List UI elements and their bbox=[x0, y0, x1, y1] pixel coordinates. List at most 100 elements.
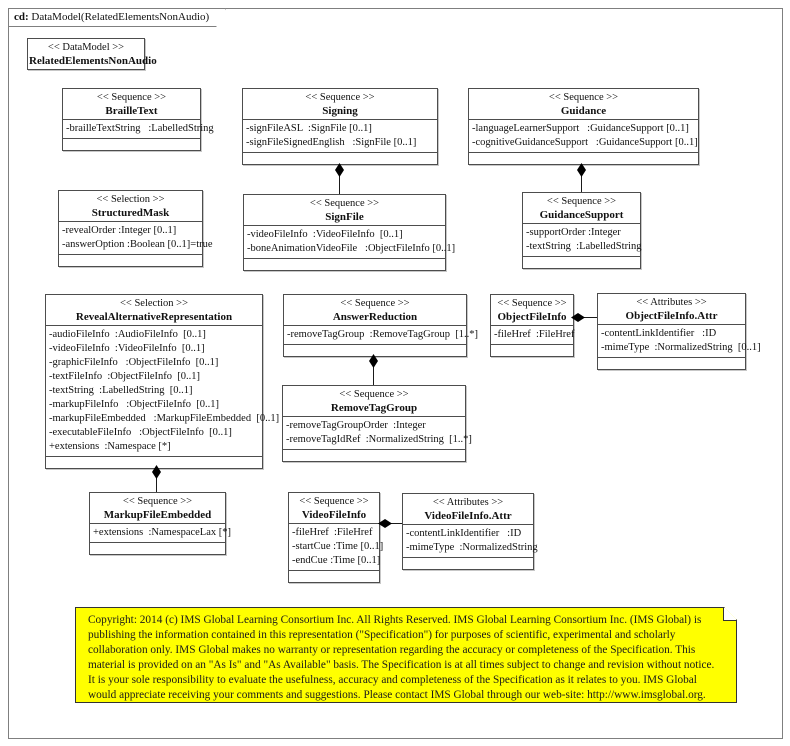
attribute-row: -signFileASL :SignFile [0..1] bbox=[246, 123, 372, 134]
stereotype-label: << Sequence >> bbox=[305, 92, 375, 103]
attribute-row: -textString :LabelledString bbox=[526, 241, 642, 252]
class-name: MarkupFileEmbedded bbox=[103, 509, 212, 521]
attribute-row: -contentLinkIdentifier :ID bbox=[601, 328, 717, 339]
attribute-row: -signFileSignedEnglish :SignFile [0..1] bbox=[246, 137, 417, 148]
operations-compartment bbox=[403, 558, 533, 569]
attribute-row: -languageLearnerSupport :GuidanceSupport… bbox=[472, 123, 689, 134]
attribute-row: -supportOrder :Integer bbox=[526, 227, 621, 238]
operations-compartment bbox=[244, 259, 445, 270]
attribute-row: -mimeType :NormalizedString [0..1] bbox=[601, 342, 761, 353]
operations-compartment bbox=[46, 457, 262, 468]
class-name: StructuredMask bbox=[91, 207, 170, 219]
class-videofileinfo[interactable]: << Sequence >> VideoFileInfo -fileHref :… bbox=[288, 492, 384, 583]
attribute-row: -videoFileInfo :VideoFileInfo [0..1] bbox=[49, 343, 205, 354]
composition-diamond-icon bbox=[335, 163, 344, 177]
class-name: GuidanceSupport bbox=[539, 209, 624, 221]
operations-compartment bbox=[598, 358, 745, 369]
operations-compartment bbox=[289, 571, 379, 582]
stereotype-label: << Sequence >> bbox=[122, 496, 193, 507]
class-objectfileinfo[interactable]: << Sequence >> ObjectFileInfo -fileHref … bbox=[490, 294, 574, 357]
stereotype-label: << Attributes >> bbox=[432, 497, 504, 508]
attribute-row: +extensions :Namespace [*] bbox=[49, 441, 171, 452]
operations-compartment bbox=[469, 153, 698, 164]
attribute-row: -textString :LabelledString [0..1] bbox=[49, 385, 193, 396]
class-signfile[interactable]: << Sequence >> SignFile -videoFileInfo :… bbox=[243, 194, 456, 271]
operations-compartment bbox=[59, 255, 202, 266]
stereotype-label: << Selection >> bbox=[119, 298, 188, 309]
class-name: RevealAlternativeRepresentation bbox=[75, 311, 233, 323]
class-guidance[interactable]: << Sequence >> Guidance -languageLearner… bbox=[468, 88, 699, 165]
frame-title-prefix: cd: bbox=[14, 11, 29, 23]
stereotype-label: << Sequence >> bbox=[339, 389, 409, 400]
attribute-row: -brailleTextString :LabelledString bbox=[66, 123, 214, 134]
class-name: ObjectFileInfo bbox=[497, 311, 567, 323]
stereotype-label: << Sequence >> bbox=[96, 92, 167, 103]
copyright-note[interactable]: Copyright: 2014 (c) IMS Global Learning … bbox=[75, 607, 737, 703]
class-objectfileinfo-attr[interactable]: << Attributes >> ObjectFileInfo.Attr -co… bbox=[597, 293, 761, 370]
composition-diamond-icon bbox=[571, 313, 585, 322]
class-videofileinfo-attr[interactable]: << Attributes >> VideoFileInfo.Attr -con… bbox=[402, 493, 538, 570]
stereotype-label: << Sequence >> bbox=[548, 92, 619, 103]
class-name: ObjectFileInfo.Attr bbox=[625, 310, 718, 322]
attribute-row: -revealOrder :Integer [0..1] bbox=[62, 225, 177, 236]
composition-connector-signing-signfile bbox=[339, 163, 340, 194]
stereotype-label: << Selection >> bbox=[96, 194, 165, 205]
class-name: VideoFileInfo bbox=[301, 509, 367, 521]
class-name: RelatedElementsNonAudio bbox=[29, 55, 157, 67]
attribute-row: -cognitiveGuidanceSupport :GuidanceSuppo… bbox=[472, 137, 698, 148]
attribute-row: -answerOption :Boolean [0..1]=true bbox=[62, 239, 213, 250]
copyright-text: Copyright: 2014 (c) IMS Global Learning … bbox=[88, 614, 715, 701]
stereotype-label: << Sequence >> bbox=[546, 196, 617, 207]
composition-diamond-icon bbox=[369, 354, 378, 368]
attribute-row: -textFileInfo :ObjectFileInfo [0..1] bbox=[49, 371, 201, 382]
class-name: AnswerReduction bbox=[332, 311, 418, 323]
attribute-row: -fileHref :FileHref bbox=[292, 527, 373, 538]
frame-title: DataModel(RelatedElementsNonAudio) bbox=[31, 11, 210, 23]
class-datamodel[interactable]: << DataModel >> RelatedElementsNonAudio bbox=[27, 38, 157, 70]
stereotype-label: << Attributes >> bbox=[636, 297, 707, 308]
class-name: SignFile bbox=[325, 211, 364, 223]
class-removetaggroup[interactable]: << Sequence >> RemoveTagGroup -removeTag… bbox=[282, 385, 472, 462]
attribute-row: -removeTagGroupOrder :Integer bbox=[286, 420, 426, 431]
stereotype-label: << Sequence >> bbox=[340, 298, 410, 309]
operations-compartment bbox=[243, 153, 437, 164]
class-name: Guidance bbox=[560, 105, 607, 117]
operations-compartment bbox=[63, 139, 200, 150]
class-guidancesupport[interactable]: << Sequence >> GuidanceSupport -supportO… bbox=[522, 192, 641, 269]
operations-compartment bbox=[523, 257, 640, 268]
attribute-row: -graphicFileInfo :ObjectFileInfo [0..1] bbox=[49, 357, 219, 368]
attribute-row: -contentLinkIdentifier :ID bbox=[406, 528, 522, 539]
stereotype-label: << Sequence >> bbox=[497, 298, 567, 309]
operations-compartment bbox=[283, 450, 465, 461]
class-name: RemoveTagGroup bbox=[330, 402, 418, 414]
stereotype-label: << Sequence >> bbox=[299, 496, 369, 507]
operations-compartment bbox=[90, 543, 225, 554]
attribute-row: +extensions :NamespaceLax [*] bbox=[93, 527, 231, 538]
composition-diamond-icon bbox=[378, 519, 392, 528]
attribute-row: -markupFileInfo :ObjectFileInfo [0..1] bbox=[49, 399, 219, 410]
attribute-row: -endCue :Time [0..1] bbox=[292, 555, 381, 566]
composition-connector-guidance-guidancesupport bbox=[581, 163, 582, 192]
class-brailletext[interactable]: << Sequence >> BrailleText -brailleTextS… bbox=[62, 88, 214, 151]
attribute-row: -removeTagGroup :RemoveTagGroup [1..*] bbox=[287, 329, 478, 340]
class-answerreduction[interactable]: << Sequence >> AnswerReduction -removeTa… bbox=[283, 294, 478, 357]
attribute-row: -audioFileInfo :AudioFileInfo [0..1] bbox=[49, 329, 206, 340]
composition-diamond-icon bbox=[577, 163, 586, 177]
attribute-row: -executableFileInfo :ObjectFileInfo [0..… bbox=[49, 427, 232, 438]
attribute-row: -mimeType :NormalizedString bbox=[406, 542, 538, 553]
stereotype-label: << DataModel >> bbox=[47, 42, 125, 53]
attribute-row: -startCue :Time [0..1] bbox=[292, 541, 384, 552]
frame-title-tab: cd: DataModel(RelatedElementsNonAudio) bbox=[8, 8, 226, 27]
class-signing[interactable]: << Sequence >> Signing -signFileASL :Sig… bbox=[242, 88, 438, 165]
class-structuredmask[interactable]: << Selection >> StructuredMask -revealOr… bbox=[58, 190, 213, 267]
class-name: BrailleText bbox=[105, 105, 158, 117]
attribute-row: -boneAnimationVideoFile :ObjectFileInfo … bbox=[247, 243, 456, 254]
class-markupfileembedded[interactable]: << Sequence >> MarkupFileEmbedded +exten… bbox=[89, 492, 231, 555]
attribute-row: -videoFileInfo :VideoFileInfo [0..1] bbox=[247, 229, 403, 240]
operations-compartment bbox=[284, 345, 466, 356]
class-name: Signing bbox=[322, 105, 358, 117]
class-revealalternativerepresentation[interactable]: << Selection >> RevealAlternativeReprese… bbox=[45, 294, 279, 469]
stereotype-label: << Sequence >> bbox=[309, 198, 380, 209]
operations-compartment bbox=[491, 345, 573, 356]
